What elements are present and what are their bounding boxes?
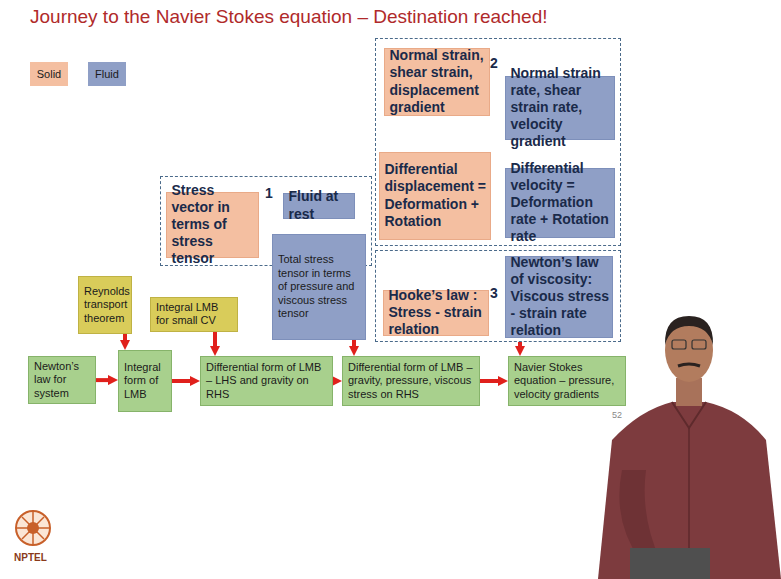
box-text: Newton’s law of viscosity: Viscous stres…	[511, 254, 612, 339]
box-text: Differential form of LMB – gravity, pres…	[348, 361, 474, 401]
solid-box: Stress vector in terms of stress tensor	[166, 192, 259, 258]
nptel-logo	[16, 511, 50, 545]
flow-arrow	[352, 340, 356, 348]
box-text: Differential velocity = Deformation rate…	[511, 160, 614, 245]
process-box: Newton’s law for system	[28, 356, 96, 404]
slide-title: Journey to the Navier Stokes equation – …	[30, 6, 548, 28]
presenter-shirt	[598, 402, 781, 579]
presenter-arm	[619, 470, 660, 560]
box-text: Differential form of LMB – LHS and gravi…	[206, 361, 327, 401]
box-text: Navier Stokes equation – pressure, veloc…	[514, 361, 620, 401]
fluid-box: Total stress tensor in terms of pressure…	[272, 234, 366, 340]
input-box: Reynolds transport theorem	[78, 276, 132, 334]
flow-arrow	[480, 379, 500, 383]
lectern	[630, 548, 710, 579]
fluid-box: Differential velocity = Deformation rate…	[505, 168, 615, 238]
solid-box: Hooke’s law : Stress - strain relation	[383, 290, 489, 336]
input-box: Integral LMB for small CV	[150, 297, 238, 332]
flow-arrow	[213, 332, 217, 348]
fluid-box: Newton’s law of viscosity: Viscous stres…	[505, 256, 613, 338]
box-text: Integral LMB for small CV	[156, 301, 232, 328]
box-text: Differential displacement = Deformation …	[385, 161, 490, 229]
flow-arrow	[172, 379, 192, 383]
box-text: Fluid at rest	[289, 188, 354, 222]
box-text: Reynolds transport theorem	[84, 285, 126, 325]
solid-box: Normal strain, shear strain, displacemen…	[384, 48, 490, 116]
glasses	[692, 340, 706, 349]
logo-spokes	[17, 512, 49, 544]
moustache	[678, 364, 700, 366]
fluid-box: Normal strain rate, shear strain rate, v…	[505, 76, 615, 140]
legend-swatch: Solid	[30, 62, 68, 86]
legend-text: Fluid	[95, 68, 119, 80]
flow-arrow	[518, 342, 522, 348]
box-text: Newton’s law for system	[34, 360, 90, 400]
logo-ring	[16, 511, 50, 545]
fluid-box: Fluid at rest	[283, 193, 355, 219]
box-text: Stress vector in terms of stress tensor	[172, 182, 258, 267]
box-text: Hooke’s law : Stress - strain relation	[389, 287, 488, 338]
logo-text: NPTEL	[14, 552, 47, 563]
process-box: Integral form of LMB	[118, 350, 172, 412]
callout-number: 3	[490, 285, 498, 301]
legend-swatch: Fluid	[88, 62, 126, 86]
box-text: Normal strain rate, shear strain rate, v…	[511, 65, 614, 150]
box-text: Integral form of LMB	[124, 361, 166, 401]
process-box: Differential form of LMB – gravity, pres…	[342, 356, 480, 406]
legend-text: Solid	[37, 68, 61, 80]
flow-arrow	[96, 378, 110, 382]
flow-arrow	[333, 379, 334, 383]
callout-number: 2	[490, 55, 498, 71]
process-box: Differential form of LMB – LHS and gravi…	[200, 356, 333, 406]
slide-number: 52	[612, 410, 622, 420]
process-box: Navier Stokes equation – pressure, veloc…	[508, 356, 626, 406]
box-text: Normal strain, shear strain, displacemen…	[390, 47, 489, 115]
dashed-group: 2Normal strain, shear strain, displaceme…	[375, 38, 621, 246]
presenter-neck	[676, 378, 702, 406]
callout-number: 1	[265, 185, 273, 201]
box-text: Total stress tensor in terms of pressure…	[278, 253, 360, 320]
solid-box: Differential displacement = Deformation …	[379, 152, 491, 240]
dashed-group: 3Hooke’s law : Stress - strain relation N…	[375, 250, 621, 342]
flow-arrow	[123, 334, 127, 342]
glasses	[672, 340, 686, 349]
